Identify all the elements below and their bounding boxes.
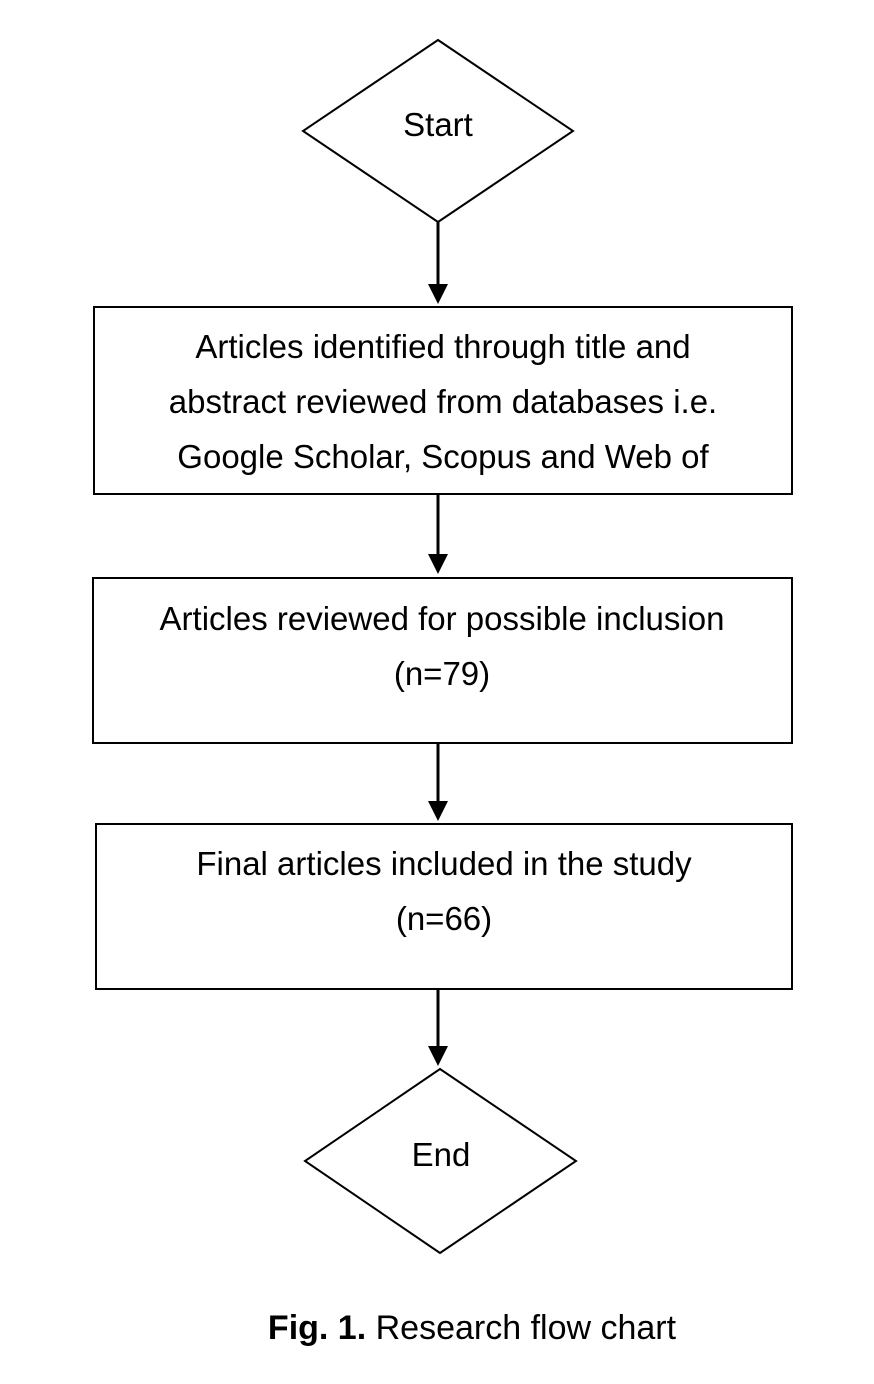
end-label: End xyxy=(412,1136,471,1173)
start-label: Start xyxy=(403,106,473,143)
reviewed-line-1: Articles reviewed for possible inclusion xyxy=(160,600,725,637)
final-line-1: Final articles included in the study xyxy=(196,845,692,882)
identified-line-1: Articles identified through title and xyxy=(195,328,690,365)
final-node: Final articles included in the study (n=… xyxy=(95,823,793,990)
identified-line-2: abstract reviewed from databases i.e. xyxy=(169,383,717,420)
caption-text: Research flow chart xyxy=(375,1309,677,1347)
reviewed-node: Articles reviewed for possible inclusion… xyxy=(92,577,793,744)
identified-node: Articles identified through title and ab… xyxy=(93,306,793,495)
end-node: End xyxy=(303,1067,578,1255)
reviewed-box xyxy=(92,577,793,744)
arrow-identified-to-reviewed xyxy=(428,494,448,574)
figure-caption: Fig. 1. Research flow chart xyxy=(0,1300,874,1356)
arrow-final-to-end xyxy=(428,989,448,1066)
identified-box xyxy=(93,306,793,495)
arrow-reviewed-to-final xyxy=(428,743,448,821)
end-diamond xyxy=(303,1067,578,1255)
identified-line-3: Google Scholar, Scopus and Web of xyxy=(177,438,709,475)
final-line-2: (n=66) xyxy=(396,900,492,937)
start-node: Start xyxy=(301,38,575,224)
reviewed-line-2: (n=79) xyxy=(394,655,490,692)
caption-label: Fig. 1. xyxy=(267,1309,367,1347)
arrow-start-to-identified xyxy=(428,222,448,304)
final-box xyxy=(95,823,793,990)
